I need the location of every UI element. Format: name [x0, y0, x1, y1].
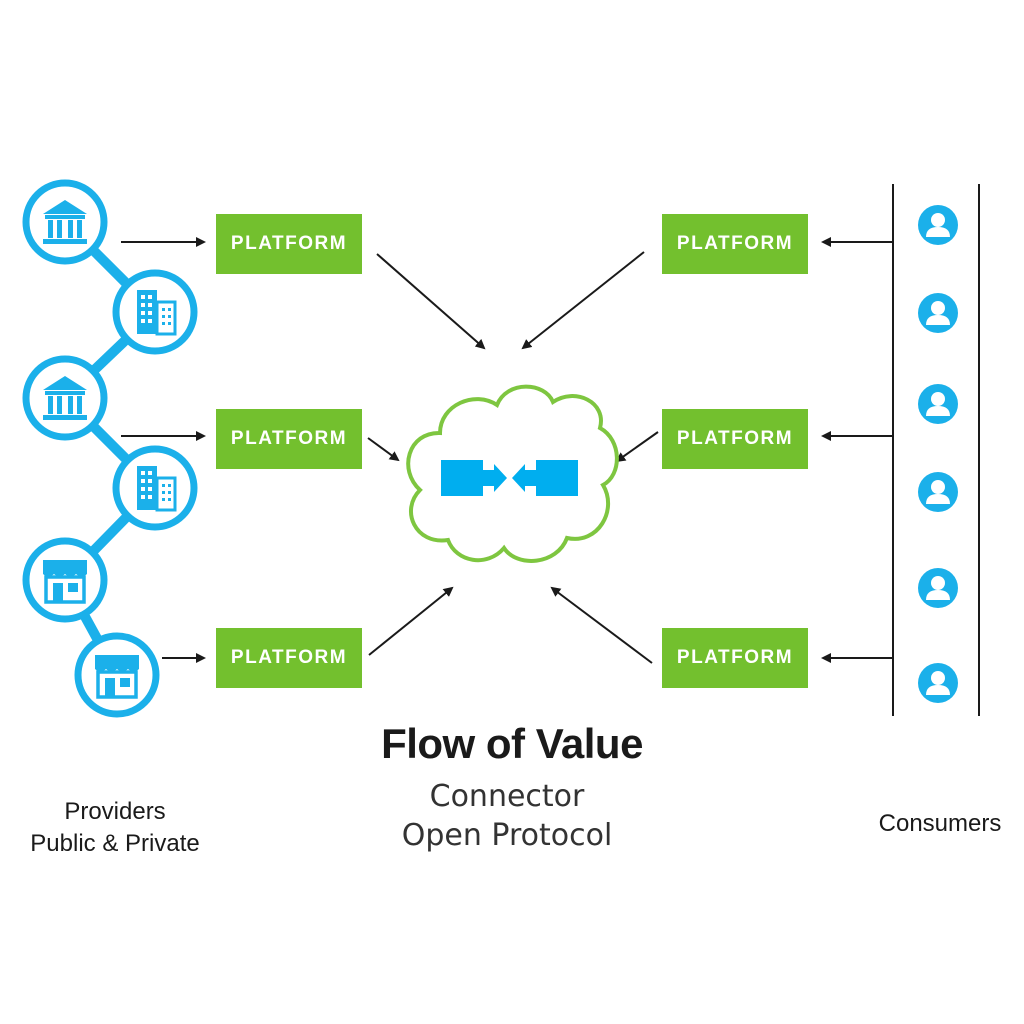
provider-node-circle	[22, 355, 108, 441]
arrow-platform-to-cloud-mid-left	[367, 437, 400, 462]
platform-box-left-bottom: PLATFORM	[216, 628, 362, 688]
platform-box-right-middle: PLATFORM	[662, 409, 808, 469]
platform-box-left-top: PLATFORM	[216, 214, 362, 274]
provider-node-bank	[22, 355, 108, 441]
platform-label: PLATFORM	[230, 647, 348, 668]
provider-node-office-building	[112, 445, 198, 531]
providers-label: Providers	[64, 798, 166, 825]
consumer-icons	[918, 205, 958, 703]
arrow-platform-to-cloud-bottom-left	[368, 586, 454, 656]
platform-label: PLATFORM	[676, 233, 794, 254]
cloud-shape	[406, 384, 619, 563]
arrow-platform-to-cloud-mid-right	[615, 431, 659, 463]
arrow-platform-to-cloud-top-right	[521, 251, 645, 350]
providers-sublabel: Public & Private	[30, 830, 200, 857]
user-icon	[918, 472, 958, 512]
consumers-label: Consumers	[878, 810, 1002, 837]
arrow-platform-to-cloud-bottom-right	[550, 586, 653, 664]
provider-node-bank	[22, 179, 108, 265]
user-icon	[918, 663, 958, 703]
user-icon	[918, 568, 958, 608]
diagram-subtitle-connector: Connector	[429, 779, 585, 814]
diagram-subtitle-protocol: Open Protocol	[401, 818, 613, 853]
provider-node-circle	[22, 537, 108, 623]
platform-box-right-bottom: PLATFORM	[662, 628, 808, 688]
flow-arrows	[121, 237, 893, 664]
platform-box-left-middle: PLATFORM	[216, 409, 362, 469]
provider-node-storefront	[22, 537, 108, 623]
connector-arrows-icon	[441, 460, 578, 496]
user-icon	[918, 384, 958, 424]
provider-nodes	[22, 179, 198, 718]
platform-label: PLATFORM	[676, 647, 794, 668]
platform-label: PLATFORM	[230, 233, 348, 254]
consumer-column	[892, 184, 980, 716]
user-icon	[918, 205, 958, 245]
arrow-platform-to-cloud-top-left	[376, 253, 486, 350]
provider-node-circle	[74, 632, 160, 718]
provider-node-office-building	[112, 269, 198, 355]
provider-node-storefront	[74, 632, 160, 718]
platform-box-right-top: PLATFORM	[662, 214, 808, 274]
user-icon	[918, 293, 958, 333]
diagram-title: Flow of Value	[381, 720, 643, 767]
provider-node-circle	[22, 179, 108, 265]
platform-label: PLATFORM	[676, 428, 794, 449]
platform-label: PLATFORM	[230, 428, 348, 449]
